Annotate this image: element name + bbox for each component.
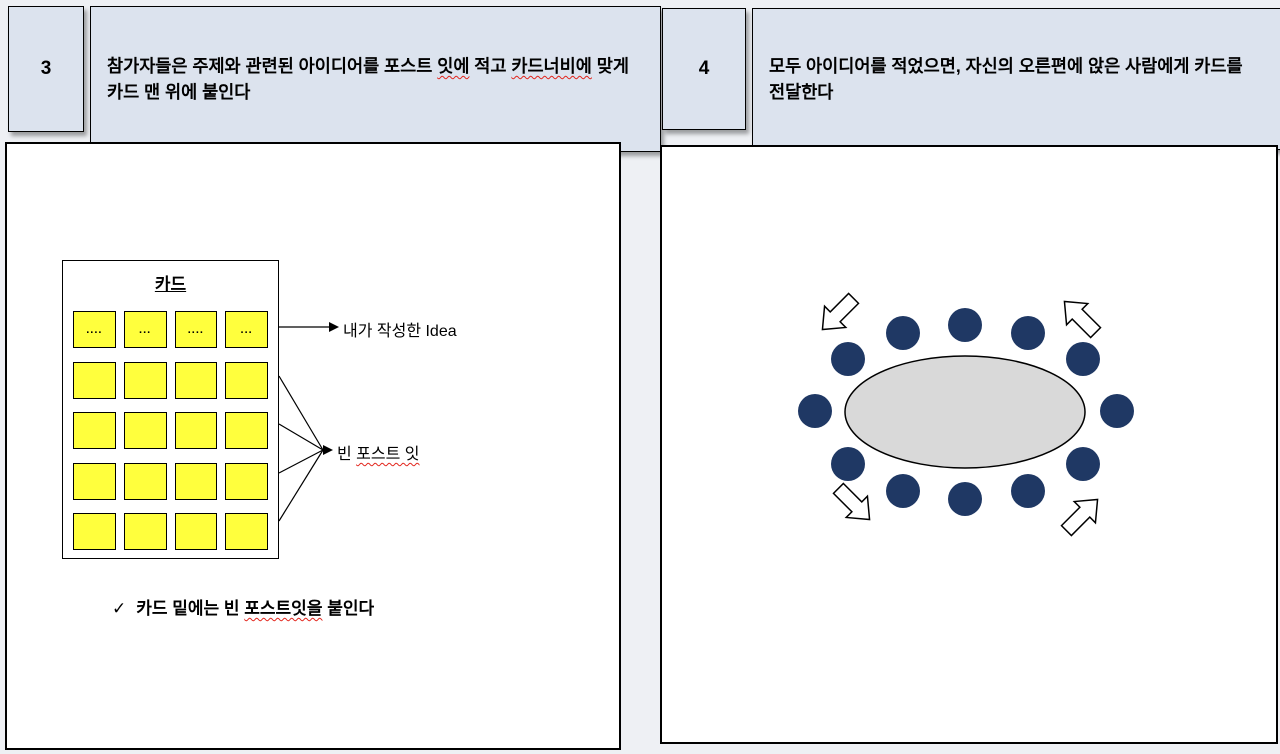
text-segment: 맞게 카드 맨 위에 붙인다 — [107, 55, 629, 102]
person-dot — [798, 394, 832, 428]
step-4-panel: 4 모두 아이디어를 적었으면, 자신의 오른편에 앉은 사람에게 카드를 전달… — [632, 0, 1280, 754]
postit-note — [123, 361, 167, 399]
step-3-title-box: 참가자들은 주제와 관련된 아이디어를 포스트 잇에 적고 카드너비에 맞게 카… — [90, 6, 661, 152]
postit-note — [174, 513, 218, 550]
person-dot — [831, 447, 865, 481]
text-segment: 잇에 — [437, 55, 470, 76]
text-segment: 모두 아이디어를 적었으면, 자신의 오른편에 앉은 사람에게 카드를 전달한다 — [769, 55, 1243, 102]
step-4-title-box: 모두 아이디어를 적었으면, 자신의 오른편에 앉은 사람에게 카드를 전달한다 — [752, 8, 1280, 150]
step-3-panel: 3 참가자들은 주제와 관련된 아이디어를 포스트 잇에 적고 카드너비에 맞게… — [0, 0, 661, 754]
postit-grid: .............. — [73, 311, 268, 550]
text-segment: 카드너비에 — [511, 55, 592, 76]
postit-note — [73, 462, 116, 500]
text-segment: 빈 — [337, 446, 357, 463]
postit-note — [225, 513, 268, 550]
fan-line — [278, 449, 324, 522]
person-dot — [1066, 342, 1100, 376]
postit-note — [174, 361, 218, 399]
step-4-content-box — [660, 145, 1278, 744]
card-frame: 카드 .............. — [62, 260, 279, 559]
postit-note — [225, 462, 268, 500]
text-segment: 참가자들은 주제와 관련된 아이디어를 포스트 — [107, 55, 438, 76]
postit-note: .... — [73, 311, 116, 348]
fan-line — [278, 449, 324, 474]
rotation-arrow-icon — [821, 292, 860, 331]
step-3-content-box: 카드 .............. 내가 작성한 Idea 빈 포스트 잇 ✓ 카… — [5, 142, 621, 750]
text-segment: 포스트잇을 — [244, 599, 323, 618]
person-dot — [948, 308, 982, 342]
text-segment: 적고 — [469, 55, 512, 76]
step-4-number: 4 — [698, 58, 710, 79]
postit-note — [73, 412, 116, 449]
person-dot — [1011, 316, 1045, 350]
postit-note — [123, 462, 167, 500]
card-title: 카드 — [154, 275, 187, 294]
fan-line — [278, 423, 324, 451]
postit-note — [225, 361, 268, 399]
rotation-arrow-icon — [1063, 300, 1102, 339]
step-3-number: 3 — [40, 58, 52, 79]
step-4-title: 모두 아이디어를 적었으면, 자신의 오른편에 앉은 사람에게 카드를 전달한다 — [769, 53, 1280, 106]
postit-note: ... — [225, 311, 268, 348]
postit-note — [174, 412, 218, 449]
step-3-title: 참가자들은 주제와 관련된 아이디어를 포스트 잇에 적고 카드너비에 맞게 카… — [107, 53, 644, 106]
note-text: 카드 밑에는 빈 포스트잇을 붙인다 — [136, 599, 374, 618]
postit-note — [123, 412, 167, 449]
idea-label: 내가 작성한 Idea — [343, 323, 457, 340]
note-line: ✓ 카드 밑에는 빈 포스트잇을 붙인다 — [112, 594, 374, 619]
check-icon: ✓ — [112, 599, 127, 618]
table-diagram-svg — [798, 292, 1134, 537]
step-3-number-box: 3 — [8, 6, 84, 132]
idea-arrowhead-icon — [329, 322, 339, 332]
rotation-arrow-icon — [832, 482, 871, 521]
person-dot — [1100, 394, 1134, 428]
person-dot — [886, 474, 920, 508]
rotation-arrow-icon — [1060, 498, 1099, 537]
blank-postit-label: 빈 포스트 잇 — [337, 440, 420, 464]
postit-note: ... — [123, 311, 167, 348]
postit-note — [174, 462, 218, 500]
postit-note — [73, 361, 116, 399]
fan-arrowhead-icon — [323, 445, 333, 455]
text-segment: 포스트 잇 — [356, 446, 420, 463]
postit-note — [73, 513, 116, 550]
postit-note — [123, 513, 167, 550]
person-dot — [948, 482, 982, 516]
person-dot — [1066, 447, 1100, 481]
postit-note — [225, 412, 268, 449]
text-segment: 카드 밑에는 빈 — [136, 599, 245, 618]
table-ellipse — [844, 355, 1086, 469]
person-dot — [886, 316, 920, 350]
postit-note: .... — [174, 311, 218, 348]
fan-line — [278, 375, 324, 451]
person-dot — [1011, 474, 1045, 508]
text-segment: 붙인다 — [322, 599, 375, 618]
person-dot — [831, 342, 865, 376]
step-4-number-box: 4 — [662, 8, 746, 130]
